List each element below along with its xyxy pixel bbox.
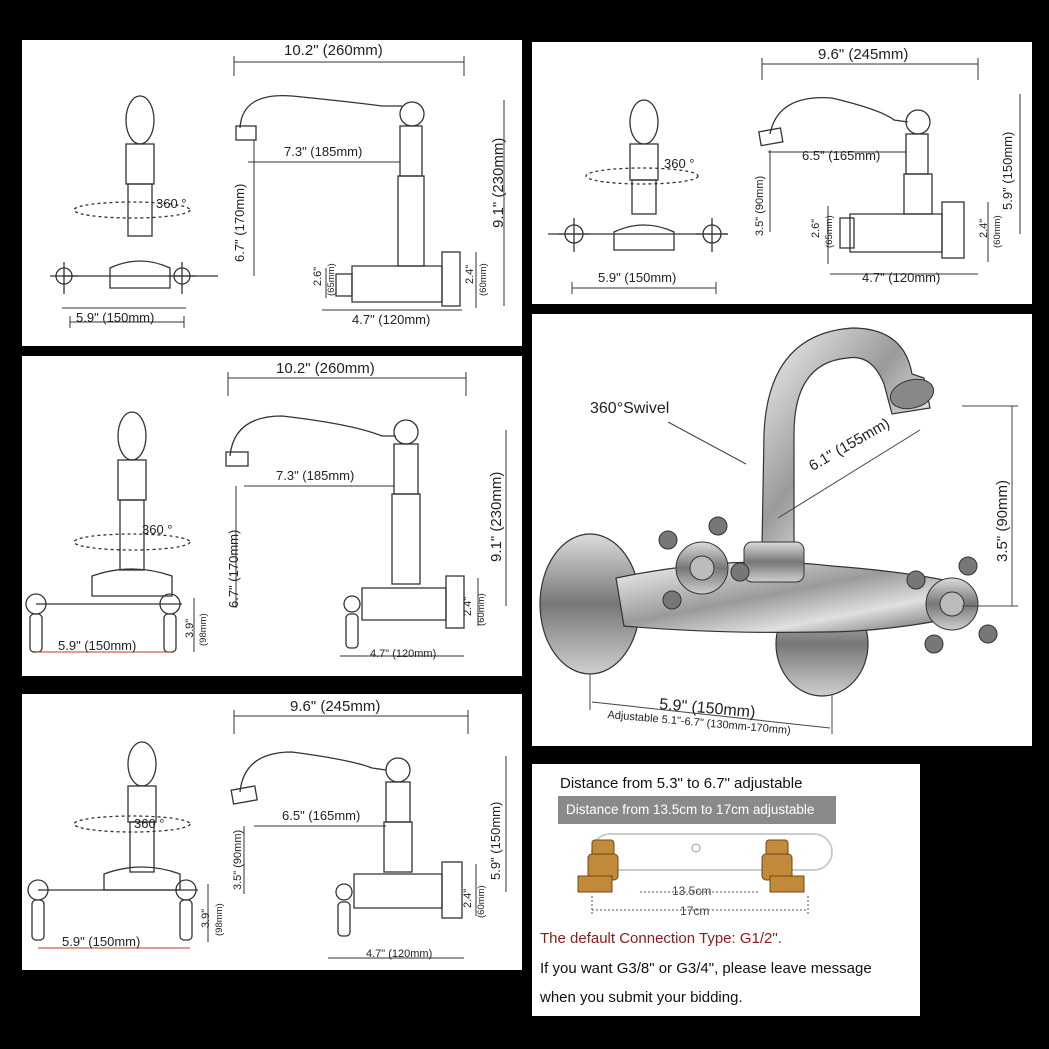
adjustable-range-cm-banner: Distance from 13.5cm to 17cm adjustable xyxy=(558,796,836,824)
connection-info-panel: Distance from 5.3" to 6.7" adjustable Di… xyxy=(532,764,920,1016)
dim-wall-mm: (60mm) xyxy=(476,593,487,626)
dim-centers: 5.9" (150mm) xyxy=(76,310,155,325)
diagram-panel-tall-lever-handle: 10.2" (260mm) 7.3" (185mm) 9.1" (230mm) … xyxy=(22,356,522,676)
dim-spout-height: 3.5" (90mm) xyxy=(232,829,244,890)
dim-handle: 3.9" xyxy=(200,908,212,928)
dim-centers: 5.9" (150mm) xyxy=(598,270,677,285)
dim-total-width: 10.2" (260mm) xyxy=(284,42,383,59)
dim-outer-distance: 17cm xyxy=(680,904,710,918)
adapter-diagram xyxy=(577,833,833,914)
diagram-panel-short-cross-handle: 9.6" (245mm) 6.5" (165mm) 5.9" (150mm) 3… xyxy=(532,42,1032,304)
default-connection-note: The default Connection Type: G1/2". xyxy=(540,930,782,947)
dim-centers: 5.9" (150mm) xyxy=(62,934,141,949)
swivel-label: 360 ° xyxy=(664,156,695,171)
dim-centers: 5.9" (150mm) xyxy=(58,638,137,653)
dim-wall-mm: (60mm) xyxy=(476,885,487,918)
swivel-label: 360 ° xyxy=(142,522,173,537)
faucet-photo-illustration xyxy=(539,327,1018,734)
product-photo-panel: 360°Swivel 6.1" (155mm) 3.5" (90mm) 5.9"… xyxy=(532,314,1032,746)
dim-spout-reach: 6.5" (165mm) xyxy=(282,808,361,823)
dim-spout-reach: 7.3" (185mm) xyxy=(276,468,355,483)
diagram-panel-tall-cross-handle: 10.2" (260mm) 7.3" (185mm) 9.1" (230mm) … xyxy=(22,40,522,346)
custom-connection-note-2: when you submit your bidding. xyxy=(540,989,743,1006)
dim-handle-mm: (98mm) xyxy=(198,613,209,646)
dim-wall: 2.4" xyxy=(978,218,990,238)
dim-spout-reach: 6.5" (165mm) xyxy=(802,148,881,163)
dim-total-height: 9.1" (230mm) xyxy=(490,137,507,228)
swivel-label: 360 ° xyxy=(156,196,187,211)
dim-wall-mm: (60mm) xyxy=(992,215,1003,248)
dim-handle: 3.9" xyxy=(184,618,196,638)
dim-spout-height: 6.7" (170mm) xyxy=(226,529,241,608)
dim-wall: 2.4" xyxy=(462,596,474,616)
dim-spout-height: 3.5" (90mm) xyxy=(994,479,1011,562)
dim-spout-height: 6.7" (170mm) xyxy=(232,183,247,262)
dim-wall: 2.4" xyxy=(462,888,474,908)
dim-wall-mm: (60mm) xyxy=(478,263,489,296)
dim-base: 4.7" (120mm) xyxy=(370,648,437,660)
dim-base: 4.7" (120mm) xyxy=(862,270,941,285)
dim-base: 4.7" (120mm) xyxy=(366,948,433,960)
dim-inlet: 2.6" xyxy=(312,266,324,286)
faucet-line-drawing xyxy=(25,372,507,657)
faucet-line-drawing xyxy=(27,710,507,959)
dim-inner-distance: 13.5cm xyxy=(672,884,712,898)
dim-total-height: 5.9" (150mm) xyxy=(488,801,503,880)
dim-total-height: 9.1" (230mm) xyxy=(488,471,505,562)
custom-connection-note-1: If you want G3/8" or G3/4", please leave… xyxy=(540,960,872,977)
diagram-panel-short-lever-handle: 9.6" (245mm) 6.5" (165mm) 5.9" (150mm) 3… xyxy=(22,694,522,970)
swivel-label: 360 ° xyxy=(134,816,165,831)
faucet-line-drawing xyxy=(50,56,505,328)
dim-inlet-mm: (65mm) xyxy=(326,263,337,296)
swivel-label: 360°Swivel xyxy=(590,400,670,417)
dim-spout-reach: 7.3" (185mm) xyxy=(284,144,363,159)
dim-inlet-mm: (65mm) xyxy=(824,215,835,248)
faucet-line-drawing xyxy=(548,58,1021,294)
dim-wall: 2.4" xyxy=(464,264,476,284)
dim-total-width: 10.2" (260mm) xyxy=(276,360,375,377)
dim-total-width: 9.6" (245mm) xyxy=(290,698,381,715)
dim-total-width: 9.6" (245mm) xyxy=(818,46,909,63)
dim-spout-height: 3.5" (90mm) xyxy=(754,175,766,236)
dim-total-height: 5.9" (150mm) xyxy=(1000,131,1015,210)
dim-handle-mm: (98mm) xyxy=(214,903,225,936)
dim-inlet: 2.6" xyxy=(810,218,822,238)
adjustable-range-inches: Distance from 5.3" to 6.7" adjustable xyxy=(560,775,803,792)
banner-text: Distance from 13.5cm to 17cm adjustable xyxy=(566,802,815,817)
dim-base: 4.7" (120mm) xyxy=(352,312,431,327)
